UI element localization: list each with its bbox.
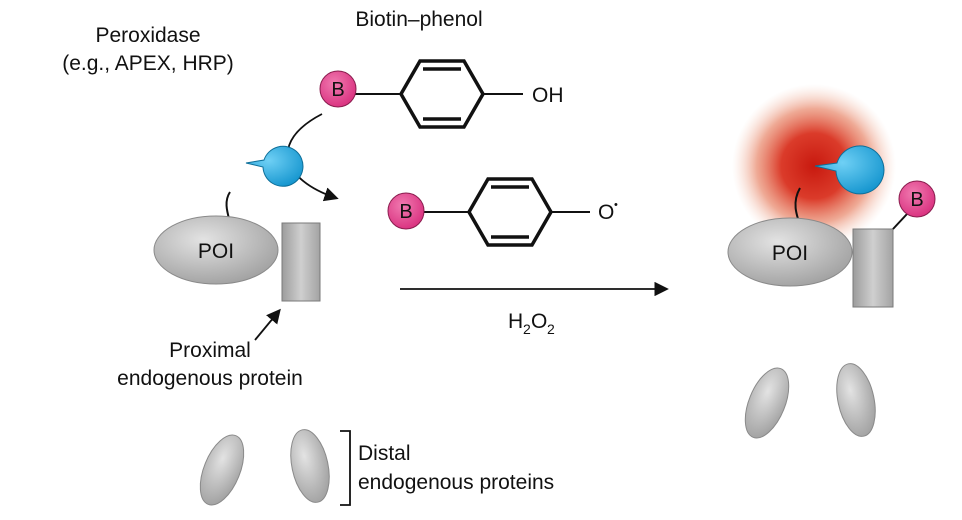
biotin-phenol-label: Biotin–phenol xyxy=(355,8,482,31)
distal-protein xyxy=(836,363,876,437)
biotin-badge: B xyxy=(319,70,357,108)
peroxidase-enzyme-icon xyxy=(814,145,885,195)
oxygen-radical-label: O xyxy=(598,201,614,224)
biotin-badge-label: B xyxy=(331,79,344,101)
distal-protein xyxy=(744,367,790,439)
peroxidase-label-line1: Peroxidase xyxy=(95,24,200,47)
distal-bracket xyxy=(340,430,351,506)
h2o2-h: H xyxy=(508,310,523,333)
peroxidase-enzyme-icon xyxy=(245,145,304,187)
radical-dot: • xyxy=(614,199,618,211)
biotin-badge-label: B xyxy=(910,189,923,211)
distal-label-line1: Distal xyxy=(358,442,411,465)
h2o2-sub-1: 2 xyxy=(523,321,531,337)
biotin-badge: B xyxy=(898,180,936,218)
biotin-attachment-bond xyxy=(892,213,908,230)
poi-label: POI xyxy=(772,242,808,265)
peroxidase-label-line2: (e.g., APEX, HRP) xyxy=(62,52,234,75)
phenoxyl-radical-molecule: B O • xyxy=(387,177,618,247)
h2o2-sub-2: 2 xyxy=(547,321,555,337)
poi-label: POI xyxy=(198,240,234,263)
proximal-label-line1: Proximal xyxy=(169,339,251,362)
hydroxyl-label: OH xyxy=(532,84,564,107)
biotin-phenol-molecule: B OH xyxy=(319,59,564,129)
labeling-radius-cloud xyxy=(732,84,896,248)
biotin-badge: B xyxy=(387,192,425,230)
poi-protein: POI xyxy=(153,215,279,285)
poi-protein: POI xyxy=(727,217,853,287)
distal-protein xyxy=(290,429,330,503)
proximal-pointer-arrow xyxy=(254,308,281,341)
h2o2-label: H 2 O 2 xyxy=(508,310,555,337)
distal-protein xyxy=(199,434,245,506)
biotin-badge-label: B xyxy=(399,201,412,223)
labeled-proximal-protein-pillar xyxy=(852,228,894,308)
proximal-protein-pillar xyxy=(281,222,321,302)
proximal-label-line2: endogenous protein xyxy=(117,367,303,390)
h2o2-o: O xyxy=(531,310,547,333)
distal-label-line2: endogenous proteins xyxy=(358,471,554,494)
